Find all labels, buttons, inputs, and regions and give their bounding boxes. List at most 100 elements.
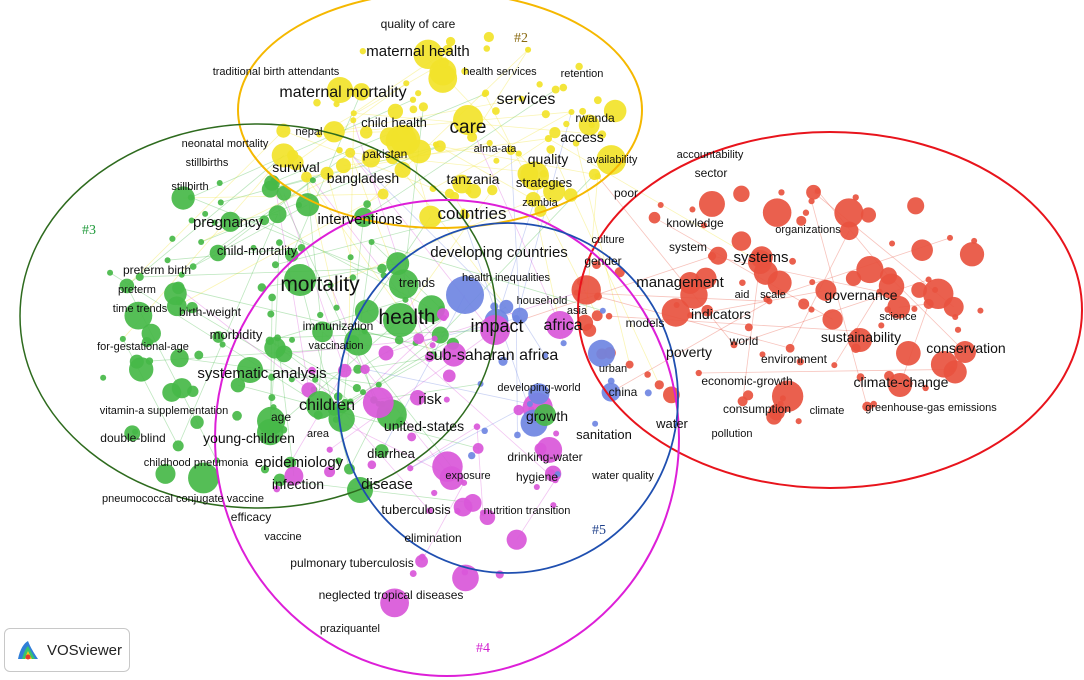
term-node[interactable] bbox=[889, 240, 896, 247]
term-label[interactable]: tuberculosis bbox=[381, 502, 451, 517]
term-node[interactable] bbox=[575, 62, 583, 71]
term-label[interactable]: alma-ata bbox=[474, 143, 518, 155]
term-node[interactable] bbox=[559, 83, 568, 92]
term-node[interactable] bbox=[515, 150, 522, 157]
term-node[interactable] bbox=[856, 373, 865, 382]
term-node[interactable] bbox=[316, 131, 323, 138]
term-node[interactable] bbox=[661, 298, 690, 327]
term-node[interactable] bbox=[514, 431, 521, 439]
term-label[interactable]: world bbox=[729, 334, 759, 348]
term-node[interactable] bbox=[306, 391, 334, 419]
term-label[interactable]: china bbox=[609, 385, 638, 399]
term-node[interactable] bbox=[216, 180, 223, 187]
term-node[interactable] bbox=[259, 215, 270, 226]
term-label[interactable]: nutrition transition bbox=[484, 505, 571, 517]
term-node[interactable] bbox=[759, 351, 766, 358]
term-label[interactable]: sub-saharan africa bbox=[426, 347, 559, 364]
term-node[interactable] bbox=[977, 307, 984, 314]
term-node[interactable] bbox=[317, 311, 324, 319]
term-node[interactable] bbox=[452, 174, 472, 194]
term-label[interactable]: models bbox=[626, 316, 665, 330]
term-node[interactable] bbox=[264, 175, 280, 191]
term-node[interactable] bbox=[852, 194, 859, 201]
term-node[interactable] bbox=[198, 238, 205, 245]
term-label[interactable]: aid bbox=[735, 289, 750, 301]
term-node[interactable] bbox=[549, 127, 561, 139]
term-label[interactable]: pneumococcal conjugate vaccine bbox=[102, 493, 264, 505]
term-node[interactable] bbox=[870, 400, 877, 408]
term-node[interactable] bbox=[361, 149, 381, 168]
term-node[interactable] bbox=[275, 345, 293, 363]
term-node[interactable] bbox=[560, 340, 567, 347]
term-label[interactable]: neonatal mortality bbox=[182, 138, 269, 150]
term-node[interactable] bbox=[601, 382, 621, 402]
term-node[interactable] bbox=[265, 336, 274, 346]
term-node[interactable] bbox=[544, 134, 553, 143]
term-label[interactable]: indicators bbox=[691, 306, 751, 322]
term-label[interactable]: pollution bbox=[712, 428, 753, 440]
term-node[interactable] bbox=[187, 194, 195, 201]
term-node[interactable] bbox=[911, 239, 933, 261]
term-node[interactable] bbox=[350, 117, 357, 124]
term-node[interactable] bbox=[100, 374, 107, 381]
term-node[interactable] bbox=[922, 384, 929, 392]
term-node[interactable] bbox=[124, 425, 141, 442]
term-node[interactable] bbox=[525, 191, 541, 207]
term-node[interactable] bbox=[443, 396, 450, 403]
term-node[interactable] bbox=[767, 270, 792, 295]
term-node[interactable] bbox=[273, 485, 281, 493]
term-node[interactable] bbox=[359, 48, 366, 55]
term-node[interactable] bbox=[344, 327, 373, 356]
term-node[interactable] bbox=[312, 376, 319, 383]
term-node[interactable] bbox=[202, 210, 209, 217]
term-node[interactable] bbox=[162, 383, 182, 402]
term-label[interactable]: developing countries bbox=[430, 244, 568, 261]
term-node[interactable] bbox=[284, 264, 316, 296]
term-label[interactable]: care bbox=[450, 117, 487, 138]
term-node[interactable] bbox=[809, 279, 816, 286]
term-node[interactable] bbox=[534, 404, 556, 426]
term-label[interactable]: neglected tropical diseases bbox=[319, 588, 464, 602]
term-label[interactable]: culture bbox=[591, 234, 624, 246]
term-node[interactable] bbox=[657, 202, 664, 209]
term-node[interactable] bbox=[594, 172, 601, 180]
term-label[interactable]: child health bbox=[361, 115, 427, 130]
term-node[interactable] bbox=[533, 483, 540, 491]
term-node[interactable] bbox=[418, 102, 429, 112]
term-node[interactable] bbox=[170, 348, 189, 368]
term-node[interactable] bbox=[808, 306, 815, 313]
term-node[interactable] bbox=[512, 315, 520, 323]
term-label[interactable]: interventions bbox=[317, 211, 402, 228]
term-label[interactable]: age bbox=[271, 410, 291, 424]
term-node[interactable] bbox=[431, 335, 438, 342]
term-node[interactable] bbox=[796, 358, 804, 366]
term-node[interactable] bbox=[353, 207, 374, 228]
term-node[interactable] bbox=[599, 307, 606, 314]
term-node[interactable] bbox=[815, 279, 837, 301]
term-node[interactable] bbox=[468, 451, 476, 460]
term-node[interactable] bbox=[441, 342, 467, 367]
term-node[interactable] bbox=[220, 211, 241, 232]
term-label[interactable]: stillbirths bbox=[186, 157, 229, 169]
term-label[interactable]: maternal mortality bbox=[279, 84, 406, 101]
term-node[interactable] bbox=[375, 381, 382, 388]
term-node[interactable] bbox=[482, 89, 490, 97]
term-node[interactable] bbox=[377, 263, 387, 274]
term-node[interactable] bbox=[591, 310, 603, 322]
term-label[interactable]: survival bbox=[272, 159, 319, 175]
term-node[interactable] bbox=[526, 400, 533, 407]
term-node[interactable] bbox=[607, 377, 615, 385]
term-node[interactable] bbox=[472, 443, 484, 454]
term-node[interactable] bbox=[701, 304, 714, 317]
term-label[interactable]: asia bbox=[567, 305, 588, 317]
term-label[interactable]: availability bbox=[587, 154, 638, 166]
term-label[interactable]: sanitation bbox=[576, 427, 632, 442]
term-node[interactable] bbox=[377, 188, 389, 200]
term-label[interactable]: exposure bbox=[445, 470, 490, 482]
term-node[interactable] bbox=[554, 471, 561, 478]
term-node[interactable] bbox=[440, 315, 447, 322]
term-node[interactable] bbox=[603, 99, 627, 123]
term-node[interactable] bbox=[789, 257, 796, 265]
term-node[interactable] bbox=[419, 553, 426, 561]
term-node[interactable] bbox=[383, 303, 417, 337]
